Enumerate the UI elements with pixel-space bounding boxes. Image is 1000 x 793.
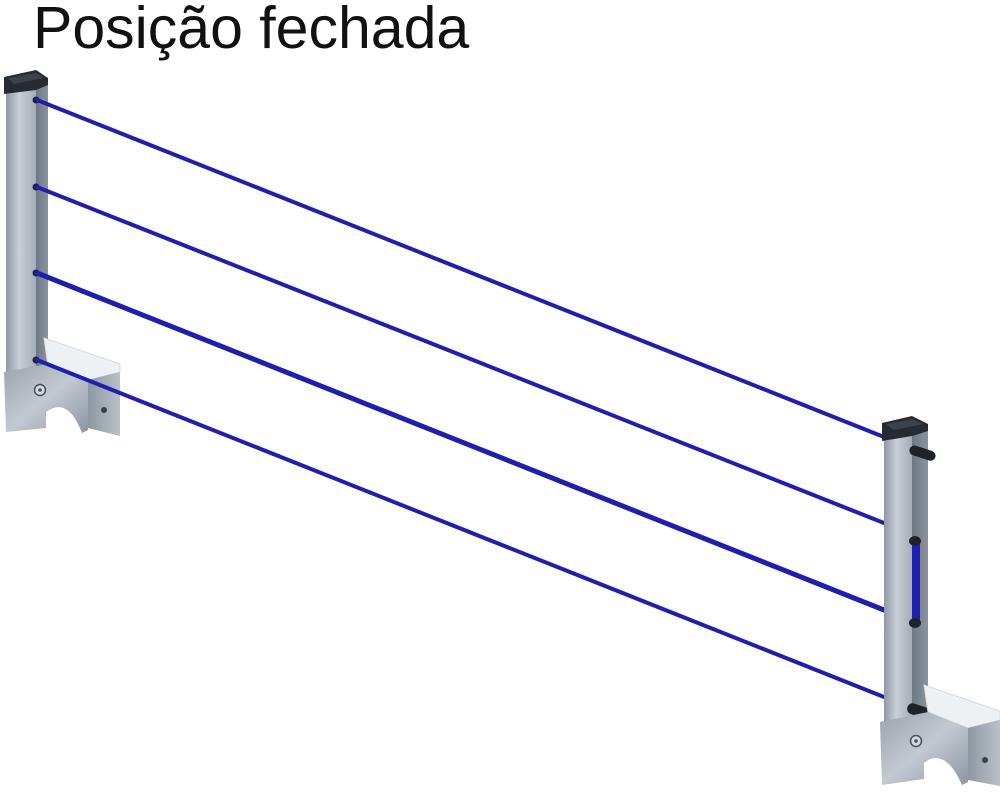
wire-3: [34, 270, 887, 613]
left-post-base: [4, 364, 88, 433]
wire-4: [35, 358, 886, 699]
left-post-top-cap-face: [8, 73, 44, 84]
screw-center: [38, 388, 42, 392]
left-post-side-face: [36, 82, 48, 414]
plate-hole: [982, 757, 988, 763]
plate-hole: [101, 407, 107, 413]
lever-rod: [912, 540, 920, 624]
diagram-title: Posição fechada: [33, 0, 469, 61]
left-post-front-face: [6, 86, 36, 420]
screw-center: [914, 739, 918, 743]
lever-top-cap: [909, 536, 921, 546]
right-wall-bracket: [880, 684, 1000, 786]
right-post-front-face: [884, 430, 912, 776]
wire-2: [35, 185, 886, 525]
right-post: [882, 416, 936, 776]
right-post-base: [880, 712, 968, 785]
lever-bottom-cap: [909, 618, 921, 628]
top-knob-icon: [909, 445, 936, 461]
lever-handle: [909, 536, 921, 628]
right-bracket-plate: [968, 720, 1000, 786]
right-post-top-cap-face: [886, 419, 924, 430]
wires: [34, 98, 887, 699]
wire-1: [35, 98, 886, 439]
